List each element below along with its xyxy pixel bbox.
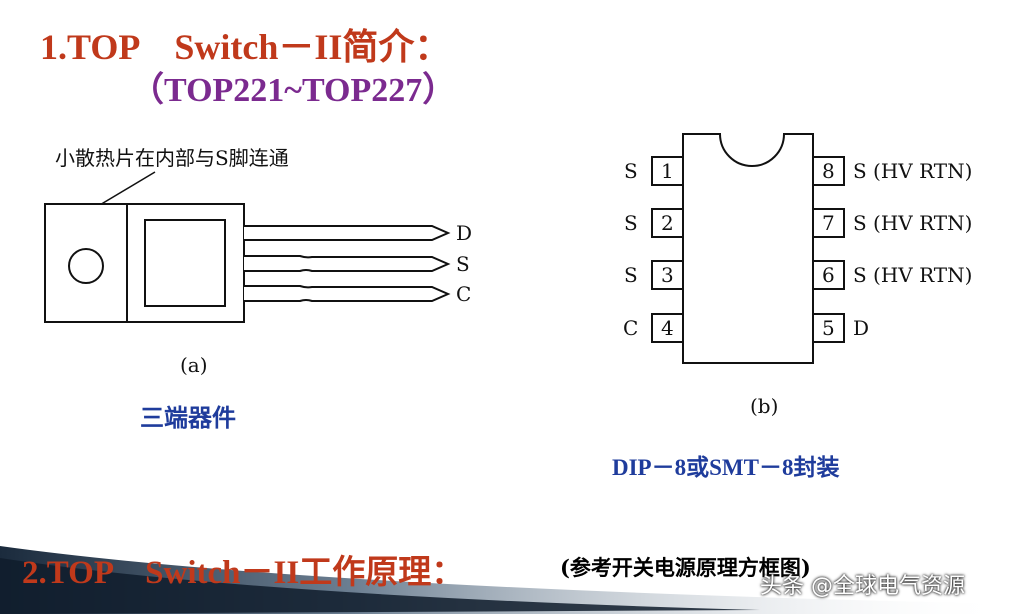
lead-d [244,225,451,241]
page-title: 1.TOP Switch－II简介： [40,27,451,67]
lead-c [244,285,451,302]
pin-box-4 [651,313,684,343]
dip-body [682,133,814,364]
pin-label-c: C [456,282,471,306]
pin-number-1: 1 [661,159,674,183]
section-2-heading: 2.TOP Switch－II工作原理： [22,555,465,591]
pin-box-2 [651,208,684,238]
pin-number-4: 4 [661,316,674,340]
device-die-window [144,219,226,307]
pin-label-3: S [624,263,638,287]
pin-label-7: S (HV RTN) [853,211,972,235]
pin-box-1 [651,156,684,186]
pin-number-5: 5 [822,316,835,340]
pin-number-7: 7 [822,211,835,235]
pin-box-5 [812,313,845,343]
figure-a: 小散热片在内部与S脚连通 D S C (a) [44,146,472,377]
pin-box-6 [812,260,845,290]
figure-a-caption: 三端器件 [140,404,236,432]
pin-number-2: 2 [661,211,674,235]
pin-label-s: S [456,252,470,276]
pin-box-7 [812,208,845,238]
pin-box-8 [812,156,845,186]
figure-b-letter: (b) [750,394,778,418]
pin-label-4: C [623,316,638,340]
pin-label-5: D [853,316,869,340]
pin-label-1: S [624,159,638,183]
watermark: 头条 @全球电气资源 [760,574,965,599]
pin-label-6: S (HV RTN) [853,263,972,287]
page-subtitle: （TOP221~TOP227） [130,72,457,109]
lead-s [244,255,451,272]
pin-label-2: S [624,211,638,235]
pin-number-3: 3 [661,263,674,287]
mounting-hole [68,248,104,284]
pin-box-3 [651,260,684,290]
section-2-note: (参考开关电源原理方框图) [560,555,811,580]
figure-a-letter: (a) [180,353,208,377]
pin-label-8: S (HV RTN) [853,159,972,183]
pin-label-d: D [456,221,472,245]
figure-b-caption: DIP－8或SMT－8封装 [612,455,840,480]
figure-b: 1 2 3 4 S S S C 8 7 6 5 S (HV RTN) S (HV… [623,133,972,418]
footer-swoosh-dark [0,558,760,614]
pin-number-8: 8 [822,159,835,183]
heatsink-annotation: 小散热片在内部与S脚连通 [55,146,289,170]
pin-number-6: 6 [822,263,835,287]
